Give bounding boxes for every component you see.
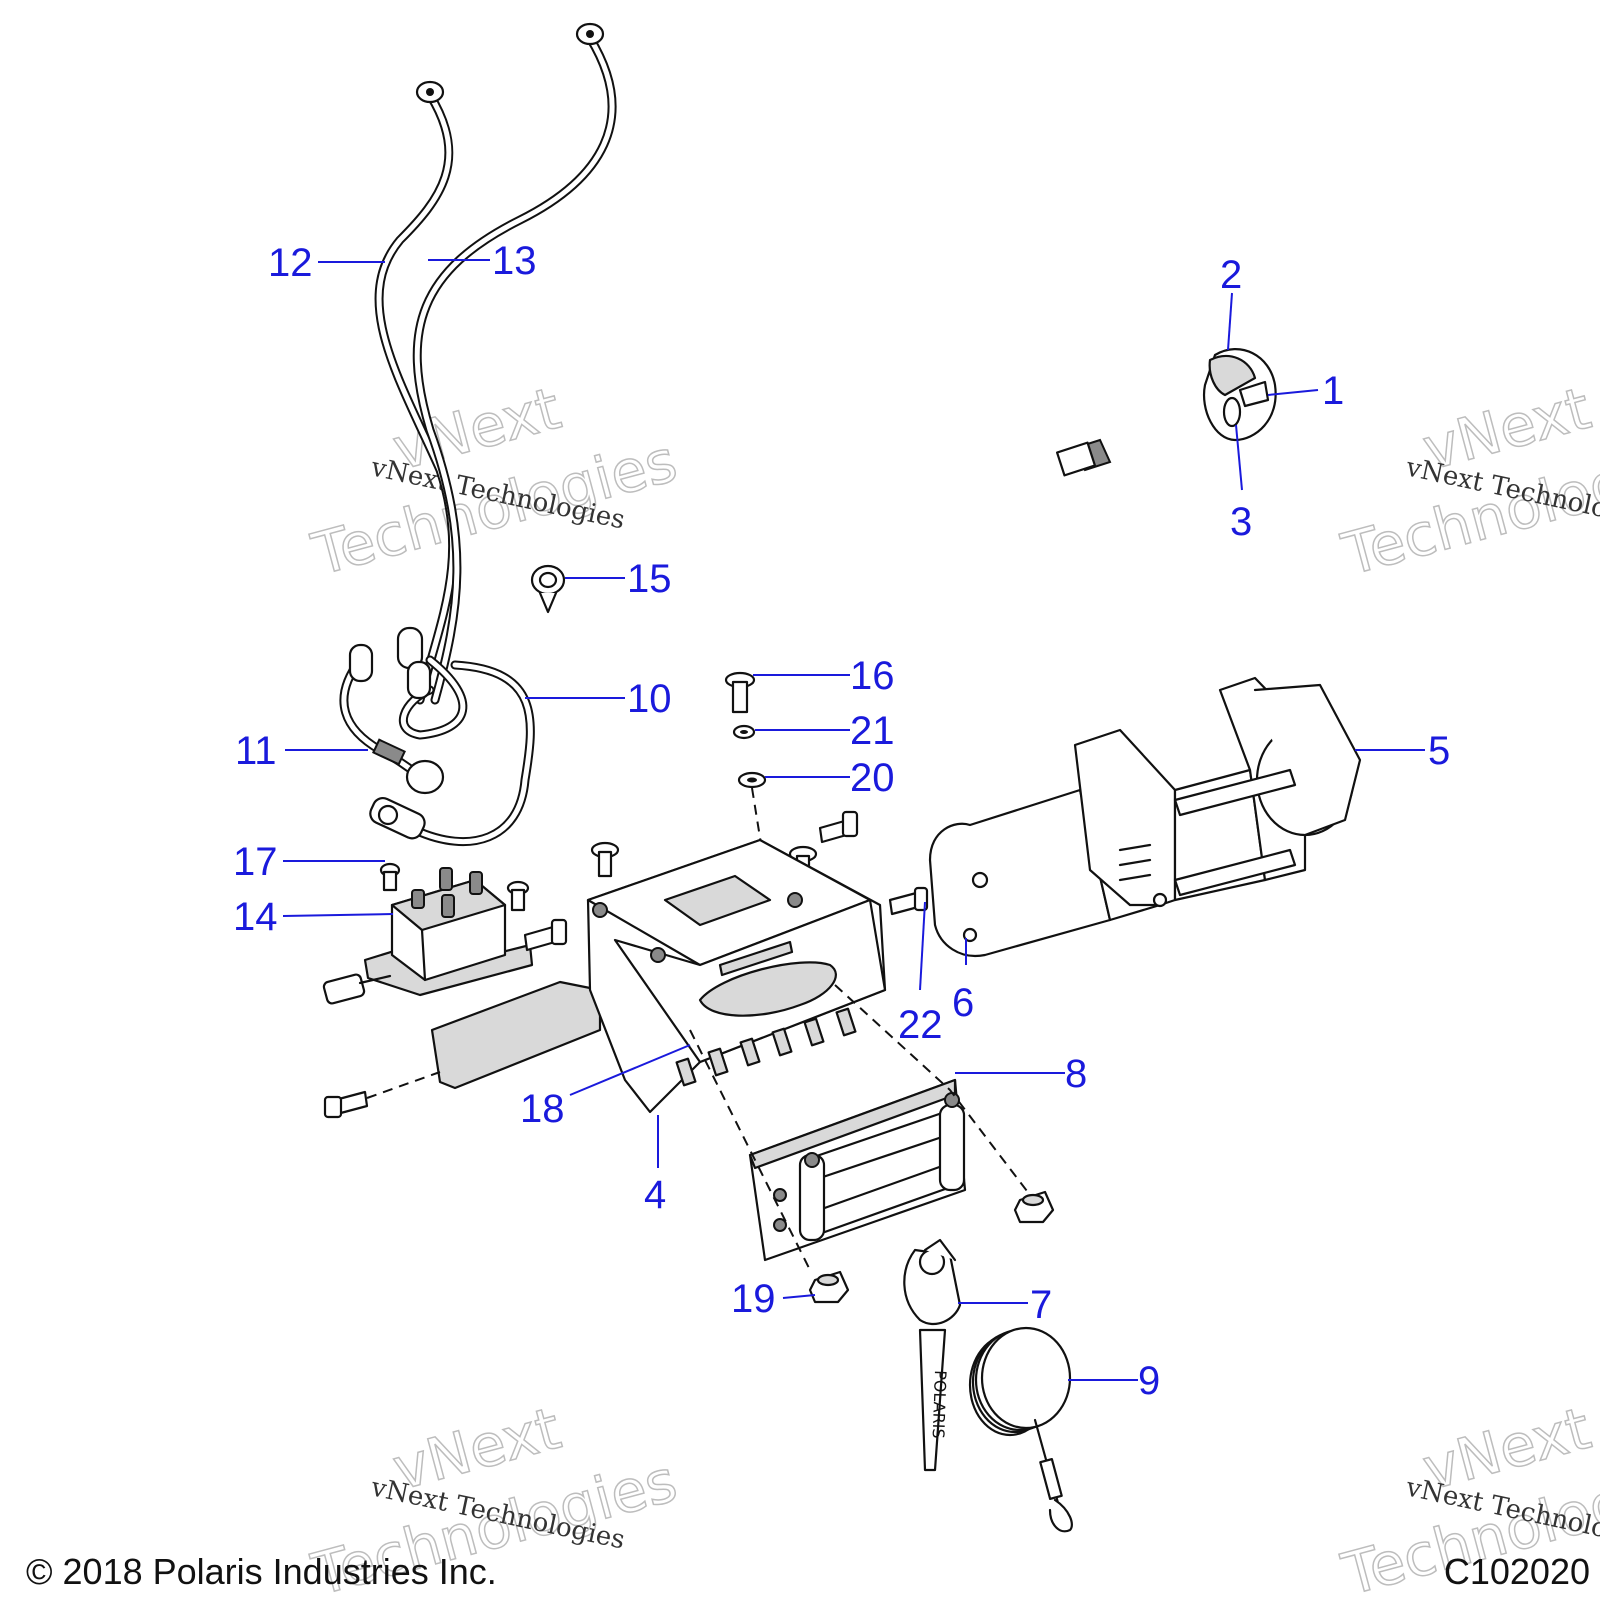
callout-14: 14 [233, 895, 278, 939]
callout-group-5: 5 [1355, 729, 1450, 773]
callout-11: 11 [235, 729, 277, 773]
callout-group-22: 22 [898, 901, 943, 1047]
callout-21: 21 [850, 709, 895, 753]
callout-group-17: 17 [233, 840, 385, 884]
callout-3: 3 [1230, 500, 1252, 544]
callout-20: 20 [850, 756, 895, 800]
dash-fairlead-left [689, 1029, 811, 1271]
watermark-top-right: vNext Technologies vNext Technologies [1334, 373, 1600, 589]
contactor-14 [322, 867, 534, 1005]
flange-nut-right [1013, 1190, 1055, 1224]
callout-group-2: 2 [1220, 253, 1242, 351]
copyright-notice: © 2018 Polaris Industries Inc. [26, 1551, 497, 1592]
roller-fairlead-8 [748, 1078, 967, 1262]
motor-lead-10 [369, 655, 535, 847]
callout-group-16: 16 [753, 654, 895, 698]
callout-10: 10 [627, 677, 672, 721]
bolt-16 [724, 671, 756, 714]
callout-4: 4 [644, 1173, 666, 1217]
callout-group-7: 7 [958, 1283, 1052, 1327]
callout-group-4: 4 [644, 1115, 666, 1217]
callout-19: 19 [731, 1277, 776, 1321]
lock-washer-21 [732, 724, 756, 740]
figure-code: C102020 [1444, 1551, 1590, 1592]
callout-15: 15 [627, 557, 672, 601]
callout-group-3: 3 [1230, 424, 1252, 544]
callout-group-20: 20 [765, 756, 895, 800]
callout-group-14: 14 [233, 895, 394, 939]
callout-group-11: 11 [235, 729, 368, 773]
callout-group-12: 12 [268, 241, 385, 285]
callout-group-6: 6 [952, 938, 974, 1025]
hook-strap-text: POLARIS [929, 1370, 950, 1439]
callout-8: 8 [1065, 1052, 1087, 1096]
winch-switch-assembly [1055, 348, 1277, 477]
callout-5: 5 [1428, 729, 1450, 773]
callout-group-10: 10 [525, 677, 672, 721]
battery-cable-12 [374, 80, 458, 705]
wire-rope-9 [968, 1326, 1073, 1533]
washer-20 [737, 771, 767, 789]
bolt-17 [379, 862, 401, 892]
callout-1: 1 [1322, 369, 1344, 413]
callout-2: 2 [1220, 253, 1242, 297]
dash-side-bolt [366, 1071, 441, 1099]
winch-mount-plate-4 [430, 838, 887, 1114]
callout-group-15: 15 [565, 557, 672, 601]
motor-lead-11 [339, 626, 445, 795]
callout-22: 22 [898, 1003, 943, 1047]
callout-group-21: 21 [755, 709, 895, 753]
battery-cable-13 [412, 22, 617, 705]
flange-nut-19 [808, 1270, 850, 1304]
callout-group-13: 13 [428, 239, 537, 283]
callout-6: 6 [952, 981, 974, 1025]
callout-18: 18 [520, 1087, 565, 1131]
plate-side-bolt [323, 1090, 369, 1119]
callout-group-19: 19 [731, 1277, 816, 1321]
dash-fairlead-right [834, 984, 1031, 1196]
callout-17: 17 [233, 840, 278, 884]
callout-7: 7 [1030, 1283, 1052, 1327]
callout-group-1: 1 [1267, 369, 1344, 413]
callout-group-18: 18 [520, 1044, 691, 1131]
callout-group-8: 8 [955, 1052, 1087, 1096]
callout-9: 9 [1138, 1359, 1160, 1403]
winch-5 [928, 676, 1362, 958]
winch-hook-7: POLARIS [903, 1238, 962, 1472]
callout-12: 12 [268, 241, 313, 285]
bolt-22 [888, 886, 929, 916]
callout-group-9: 9 [1068, 1359, 1160, 1403]
callout-13: 13 [492, 239, 537, 283]
cable-clamp-15 [530, 564, 566, 614]
contactor-mount-bolt [523, 918, 568, 952]
callout-16: 16 [850, 654, 895, 698]
